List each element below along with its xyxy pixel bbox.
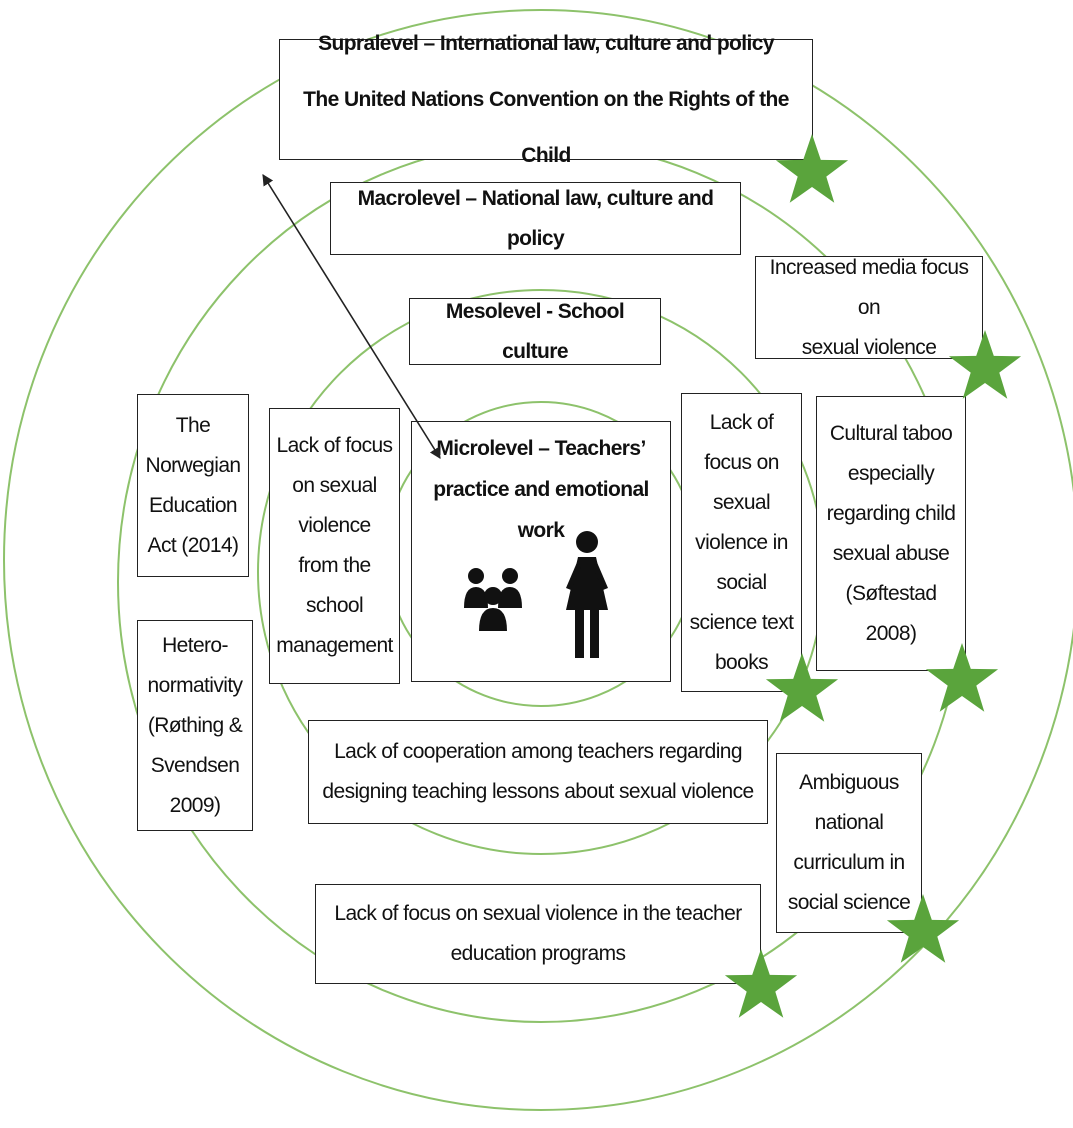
supralevel-title: Supralevel – International law, culture … [318,31,774,55]
woman-figure-icon [566,531,608,658]
heteronormativity-box: Hetero- normativity (Røthing & Svendsen … [137,620,253,831]
norwegian-education-act-box: The Norwegian Education Act (2014) [137,394,249,577]
mesolevel-box: Mesolevel - School culture [409,298,661,365]
supralevel-subtitle: The United Nations Convention on the Rig… [303,87,789,167]
media-focus-box: Increased media focus on sexual violence [755,256,983,359]
teacher-education-box: Lack of focus on sexual violence in the … [315,884,761,984]
teacher-cooperation-box: Lack of cooperation among teachers regar… [308,720,768,824]
supralevel-ring [3,9,1073,1111]
group-of-people-icon [464,568,522,631]
microlevel-box: Microlevel – Teachers’ practice and emot… [411,421,671,682]
school-management-box: Lack of focus on sexual violence from th… [269,408,400,684]
national-curriculum-box: Ambiguous national curriculum in social … [776,753,922,933]
macrolevel-box: Macrolevel – National law, culture and p… [330,182,741,255]
cultural-taboo-box: Cultural taboo especially regarding chil… [816,396,966,671]
supralevel-box: Supralevel – International law, culture … [279,32,813,167]
microlevel-title: Microlevel – Teachers’ practice and emot… [433,437,649,542]
social-science-text-books-box: Lack of focus on sexual violence in soci… [681,393,802,692]
